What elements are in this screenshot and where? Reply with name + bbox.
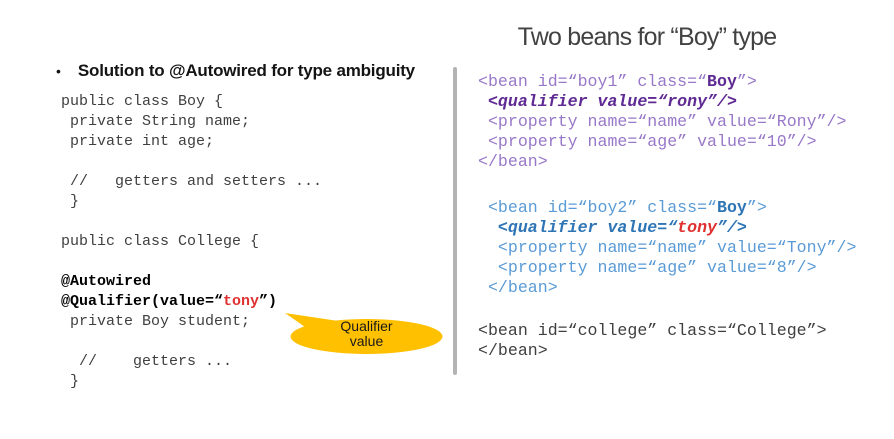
code-line: <bean id=“college” class=“College”> — [478, 321, 827, 341]
code-line: </bean> — [478, 341, 827, 361]
code-line: @Qualifier(value=“tony”) — [61, 292, 322, 312]
code-line: private int age; — [61, 132, 322, 152]
qualifier-callout: Qualifier value — [285, 313, 443, 354]
code-line — [61, 252, 322, 272]
code-line: public class Boy { — [61, 92, 322, 112]
code-segment: Boy — [707, 72, 737, 91]
code-line: <bean id=“boy2” class=“Boy”> — [478, 198, 856, 218]
vertical-divider — [453, 67, 457, 375]
code-line: } — [61, 372, 322, 392]
code-segment: <qualifier value=“ — [478, 218, 678, 237]
code-segment: private Boy student; — [61, 313, 251, 330]
code-segment: <property name=“name” value=“Tony”/> — [478, 238, 857, 257]
code-line: private String name; — [61, 112, 322, 132]
code-segment: tony — [677, 218, 718, 237]
code-segment: ”) — [259, 293, 278, 310]
code-segment: <property name=“age” value=“10”/> — [478, 132, 817, 151]
code-segment: public class College { — [61, 233, 260, 250]
code-segment: <bean id=“boy1” class=“ — [478, 72, 708, 91]
code-segment: } — [61, 193, 80, 210]
code-segment: @Qualifier(value=“ — [61, 293, 224, 310]
code-line: <property name=“age” value=“10”/> — [478, 132, 846, 152]
code-segment: <bean id=“college” class=“College”> — [478, 321, 827, 340]
code-line: <property name=“age” value=“8”/> — [478, 258, 856, 278]
code-line: <bean id=“boy1” class=“Boy”> — [478, 72, 846, 92]
code-segment: ”> — [746, 198, 767, 217]
java-code-block: public class Boy { private String name; … — [61, 92, 322, 392]
code-segment: private String name; — [61, 113, 251, 130]
code-line: </bean> — [478, 152, 846, 172]
code-line — [61, 212, 322, 232]
heading-text: Solution to @Autowired for type ambiguit… — [77, 61, 415, 80]
bullet-dot-icon: • — [56, 63, 61, 79]
code-segment: ”> — [736, 72, 757, 91]
code-segment: } — [61, 373, 80, 390]
code-line: <property name=“name” value=“Tony”/> — [478, 238, 857, 258]
xml-bean2-block: <bean id=“boy2” class=“Boy”> <qualifier … — [478, 198, 856, 298]
code-line: public class College { — [61, 232, 322, 252]
code-segment: <qualifier value=“rony”/> — [478, 92, 737, 111]
code-segment: </bean> — [478, 152, 548, 171]
code-segment: </bean> — [478, 341, 548, 360]
code-line: @Autowired — [61, 272, 322, 292]
xml-bean3-block: <bean id=“college” class=“College”></bea… — [478, 321, 827, 361]
xml-bean1-block: <bean id=“boy1” class=“Boy”> <qualifier … — [478, 72, 846, 172]
callout-ellipse — [290, 319, 443, 354]
code-line: // getters and setters ... — [61, 172, 322, 192]
code-line: </bean> — [478, 278, 856, 298]
code-line: // getters ... — [61, 352, 322, 372]
code-line — [61, 152, 322, 172]
code-line: private Boy student; — [61, 312, 322, 332]
code-line: <qualifier value=“tony”/> — [478, 218, 856, 238]
code-segment: tony — [223, 293, 260, 310]
code-segment: // getters and setters ... — [61, 173, 323, 190]
callout-text-line1: Qualifier — [340, 318, 392, 334]
code-line: <qualifier value=“rony”/> — [478, 92, 846, 112]
code-segment: public class Boy { — [61, 93, 224, 110]
code-segment: <property name=“age” value=“8”/> — [478, 258, 817, 277]
code-segment: ”/> — [717, 218, 747, 237]
code-line: } — [61, 192, 322, 212]
right-panel-title: Two beans for “Boy” type — [517, 23, 778, 51]
code-segment: <property name=“name” value=“Rony”/> — [478, 112, 847, 131]
code-segment: @Autowired — [61, 273, 152, 290]
code-line: <property name=“name” value=“Rony”/> — [478, 112, 847, 132]
code-segment: // getters ... — [61, 353, 233, 370]
bullet-heading: • Solution to @Autowired for type ambigu… — [56, 60, 415, 82]
callout-text-line2: value — [350, 333, 384, 349]
code-segment: private int age; — [61, 133, 215, 150]
code-segment: Boy — [717, 198, 747, 217]
code-segment: <bean id=“boy2” class=“ — [478, 198, 717, 217]
code-segment: </bean> — [478, 278, 558, 297]
